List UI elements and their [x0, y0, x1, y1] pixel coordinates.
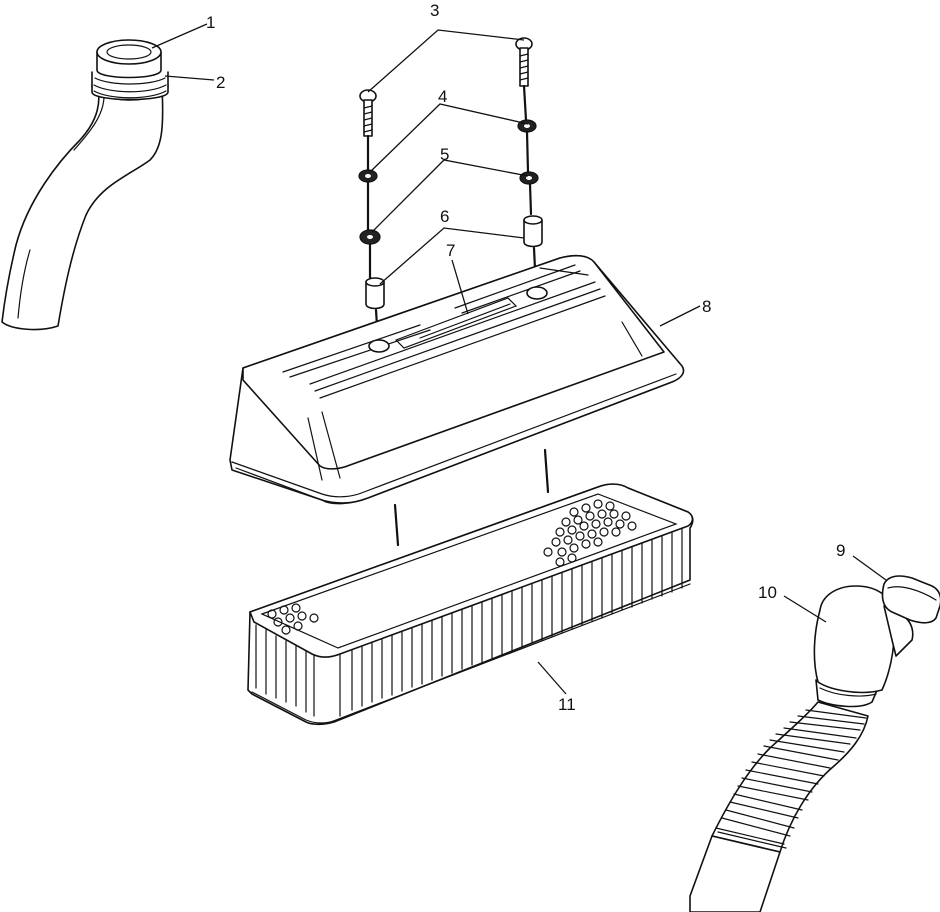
callout-2: 2 [216, 73, 225, 92]
callout-10: 10 [758, 583, 777, 602]
spacer-left [365, 277, 385, 344]
callout-4: 4 [438, 87, 447, 106]
callout-5: 5 [440, 145, 449, 164]
lock-washer-left [359, 229, 381, 280]
hose-clamp-left [91, 71, 169, 101]
callout-11: 11 [558, 695, 576, 714]
washer-left [358, 169, 378, 232]
air-filter-element [247, 483, 694, 726]
washer-right [517, 119, 537, 174]
leader-lines [151, 23, 887, 695]
intake-tube-left [1, 87, 164, 331]
duct-seal [881, 575, 940, 624]
filter-perforations-right [543, 499, 637, 567]
tube-cap-left [96, 39, 162, 79]
filter-perforations-left [267, 603, 319, 635]
callout-1: 1 [206, 13, 215, 32]
callout-7: 7 [446, 241, 455, 260]
callout-8: 8 [702, 297, 711, 316]
bolt-right [515, 37, 533, 122]
callout-3: 3 [430, 1, 439, 20]
callout-labels: 1 2 3 4 5 6 7 8 9 10 11 [206, 1, 845, 714]
callout-6: 6 [440, 207, 449, 226]
bolt-left [359, 89, 377, 172]
intake-duct-right [689, 585, 914, 912]
air-box-cover [229, 254, 685, 547]
lock-washer-right [519, 171, 539, 216]
callout-9: 9 [836, 541, 845, 560]
